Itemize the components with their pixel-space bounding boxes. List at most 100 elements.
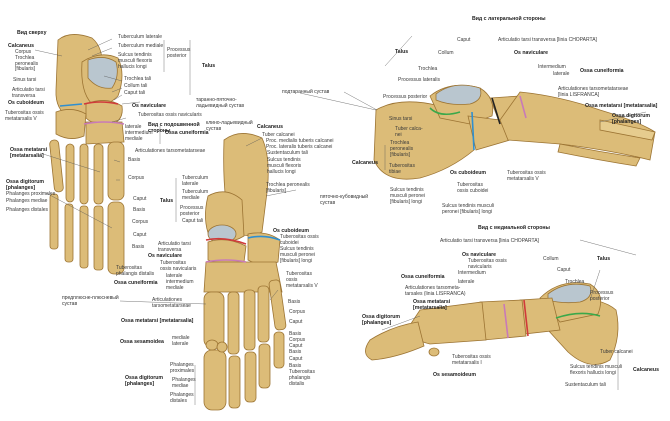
label: Caput: [133, 232, 147, 238]
top-view-foot-drawing: [49, 34, 125, 275]
label: Caput: [133, 196, 147, 202]
label: Os cuboideum: [450, 170, 487, 176]
label: Caput: [557, 267, 571, 273]
label: Tuberculum laterale: [182, 175, 209, 187]
label: Sulcus tendinis musculi flexoris halluci…: [570, 364, 622, 376]
label: Talus: [202, 63, 216, 69]
label: Ossa digitorum [phalanges]: [612, 113, 651, 125]
label: Tuberculum mediale: [182, 189, 209, 201]
label: Ossa sesamoidea: [120, 339, 164, 345]
label: Sulcus tendinis musculi flexoris halluci…: [267, 157, 302, 175]
label: laterale: [553, 71, 570, 77]
label: Calcaneus: [352, 160, 378, 166]
label: Tuberositas ossis metatarsalis V: [286, 271, 318, 289]
label: Os sesamoideum: [433, 372, 476, 378]
label: Articulatio tarsi transversa [linia CHOP…: [440, 238, 539, 244]
joint-label-cuneonavicular: клино-ладьевидный сустав: [206, 120, 253, 132]
label: Tuberositas tibiae: [389, 163, 415, 175]
label: Tuberositas ossis navicularis: [160, 260, 197, 272]
label: Articulatio tarsi transversa: [158, 241, 191, 253]
label: Sustentaculum tali: [267, 150, 308, 156]
label: Tuberositas ossis cuboidei: [280, 234, 319, 246]
label: Sinus tarsi: [389, 116, 413, 122]
label: Processus posterior: [180, 205, 204, 217]
label: Basis: [128, 157, 141, 163]
medial-view-foot-drawing: [365, 282, 619, 365]
label: laterale intermedium mediale: [166, 273, 194, 291]
label: Sustentaculum tali: [565, 382, 606, 388]
medial-view-title: Вид с медиальной стороны: [478, 225, 550, 231]
label: Phalanges mediae: [172, 377, 196, 389]
label: Tuberculum mediale: [118, 43, 164, 49]
label: Trochlea: [565, 279, 585, 285]
label: laterale: [458, 279, 475, 285]
label: Ossa cuneiformia: [114, 280, 158, 286]
label: Basis: [133, 207, 146, 213]
label: Os naviculare: [132, 103, 167, 109]
label: Trochlea tali: [124, 76, 152, 82]
label: Phalanges distales: [6, 207, 48, 213]
label: Phalanges proximales: [170, 362, 195, 374]
label: Ossa digitorum [phalanges]: [362, 314, 401, 326]
label: Os cuboideum: [8, 100, 45, 106]
label: Os naviculare: [148, 253, 183, 259]
label: Tuber calca- nei: [395, 126, 423, 138]
label: Articulationes tarsometatarseae [linia L…: [558, 86, 629, 98]
label: Caput: [457, 37, 471, 43]
label: Collum: [543, 256, 559, 262]
label: Processus posterior: [590, 290, 614, 302]
top-view-title: Вид сверху: [17, 30, 47, 36]
label: Os naviculare: [462, 252, 497, 258]
label: Tuberositas phalangis distalis: [116, 265, 155, 277]
label: Corpus: [289, 309, 306, 315]
label: Corpus: [132, 219, 149, 225]
label: Corpus Trochlea peronealis [fibularis]: [15, 49, 39, 73]
joint-label-talocalcaneonavicular: таранно-пяточно- ладьевидный сустав: [196, 97, 245, 109]
label: Trochlea: [418, 66, 438, 72]
label: Collum tali: [124, 83, 148, 89]
label: Caput tali: [124, 90, 146, 96]
label: Tuberositas ossis metatarsalis V: [507, 170, 546, 182]
label: Calcaneus: [8, 43, 34, 49]
joint-label-calcaneocuboid: пяточно-кубовидный сустав: [320, 194, 369, 206]
label: Basis: [288, 299, 301, 305]
joint-label-tarsometatarsal: предплюсне-плюсневый сустав: [62, 295, 119, 307]
label: Basis: [289, 349, 302, 355]
label: Ossa cuneiformia: [401, 274, 445, 280]
label: Tuberositas phalangis distalis: [289, 369, 315, 387]
label: Ossa digitorum [phalanges]: [6, 179, 45, 191]
label: Phalanges mediae: [6, 198, 48, 204]
label: Tuber calcanei: [600, 349, 633, 355]
label: Calcaneus: [257, 124, 283, 130]
label: Trochlea peronealis [fibularis]: [266, 182, 310, 194]
label: Tuberositas ossis cuboidei: [457, 182, 489, 194]
label: Ossa digitorum [phalanges]: [125, 375, 164, 387]
label: Ossa cuneiformia: [165, 130, 209, 136]
plantar-view-title: Вид с подошвенной стороны: [148, 122, 200, 134]
label: Caput: [289, 319, 303, 325]
lateral-view-title: Вид с латеральной стороны: [472, 16, 546, 22]
label: Ossa metatarsi [metatarsalia]: [10, 147, 48, 159]
label: Articulationes tarsometatarseae: [135, 148, 206, 154]
label: Talus: [160, 198, 174, 204]
label: Articulationes tarsometa- tarsales (lini…: [405, 285, 466, 297]
label: Caput tali: [182, 218, 204, 224]
leader-lines: [34, 35, 647, 405]
label: laterale intermedium mediale: [125, 124, 153, 142]
label: Basis: [289, 363, 302, 369]
label: Caput: [289, 343, 303, 349]
label: Ossa metatarsi [metatarsalia]: [121, 318, 194, 324]
label: Articulationes tarsometatarseae: [152, 297, 191, 309]
label: Basis: [132, 244, 145, 250]
label: Calcaneus: [633, 367, 659, 373]
label: Ossa metatarsi [metatarsalia]: [413, 299, 451, 311]
label: Collum: [438, 50, 454, 56]
label: Articulatio tarsi transversa [linia CHOP…: [498, 37, 597, 43]
label: Corpus: [289, 337, 306, 343]
label: Tuber calcanei: [262, 132, 295, 138]
label: Processus posterior: [383, 94, 428, 100]
label: Intermedium: [458, 270, 486, 276]
joint-label-subtalar: подтаранный сустав: [282, 89, 330, 95]
label: Proc. medialis tuberis calcanei: [266, 138, 334, 144]
label: Tuberositas ossis navicularis: [468, 258, 507, 270]
